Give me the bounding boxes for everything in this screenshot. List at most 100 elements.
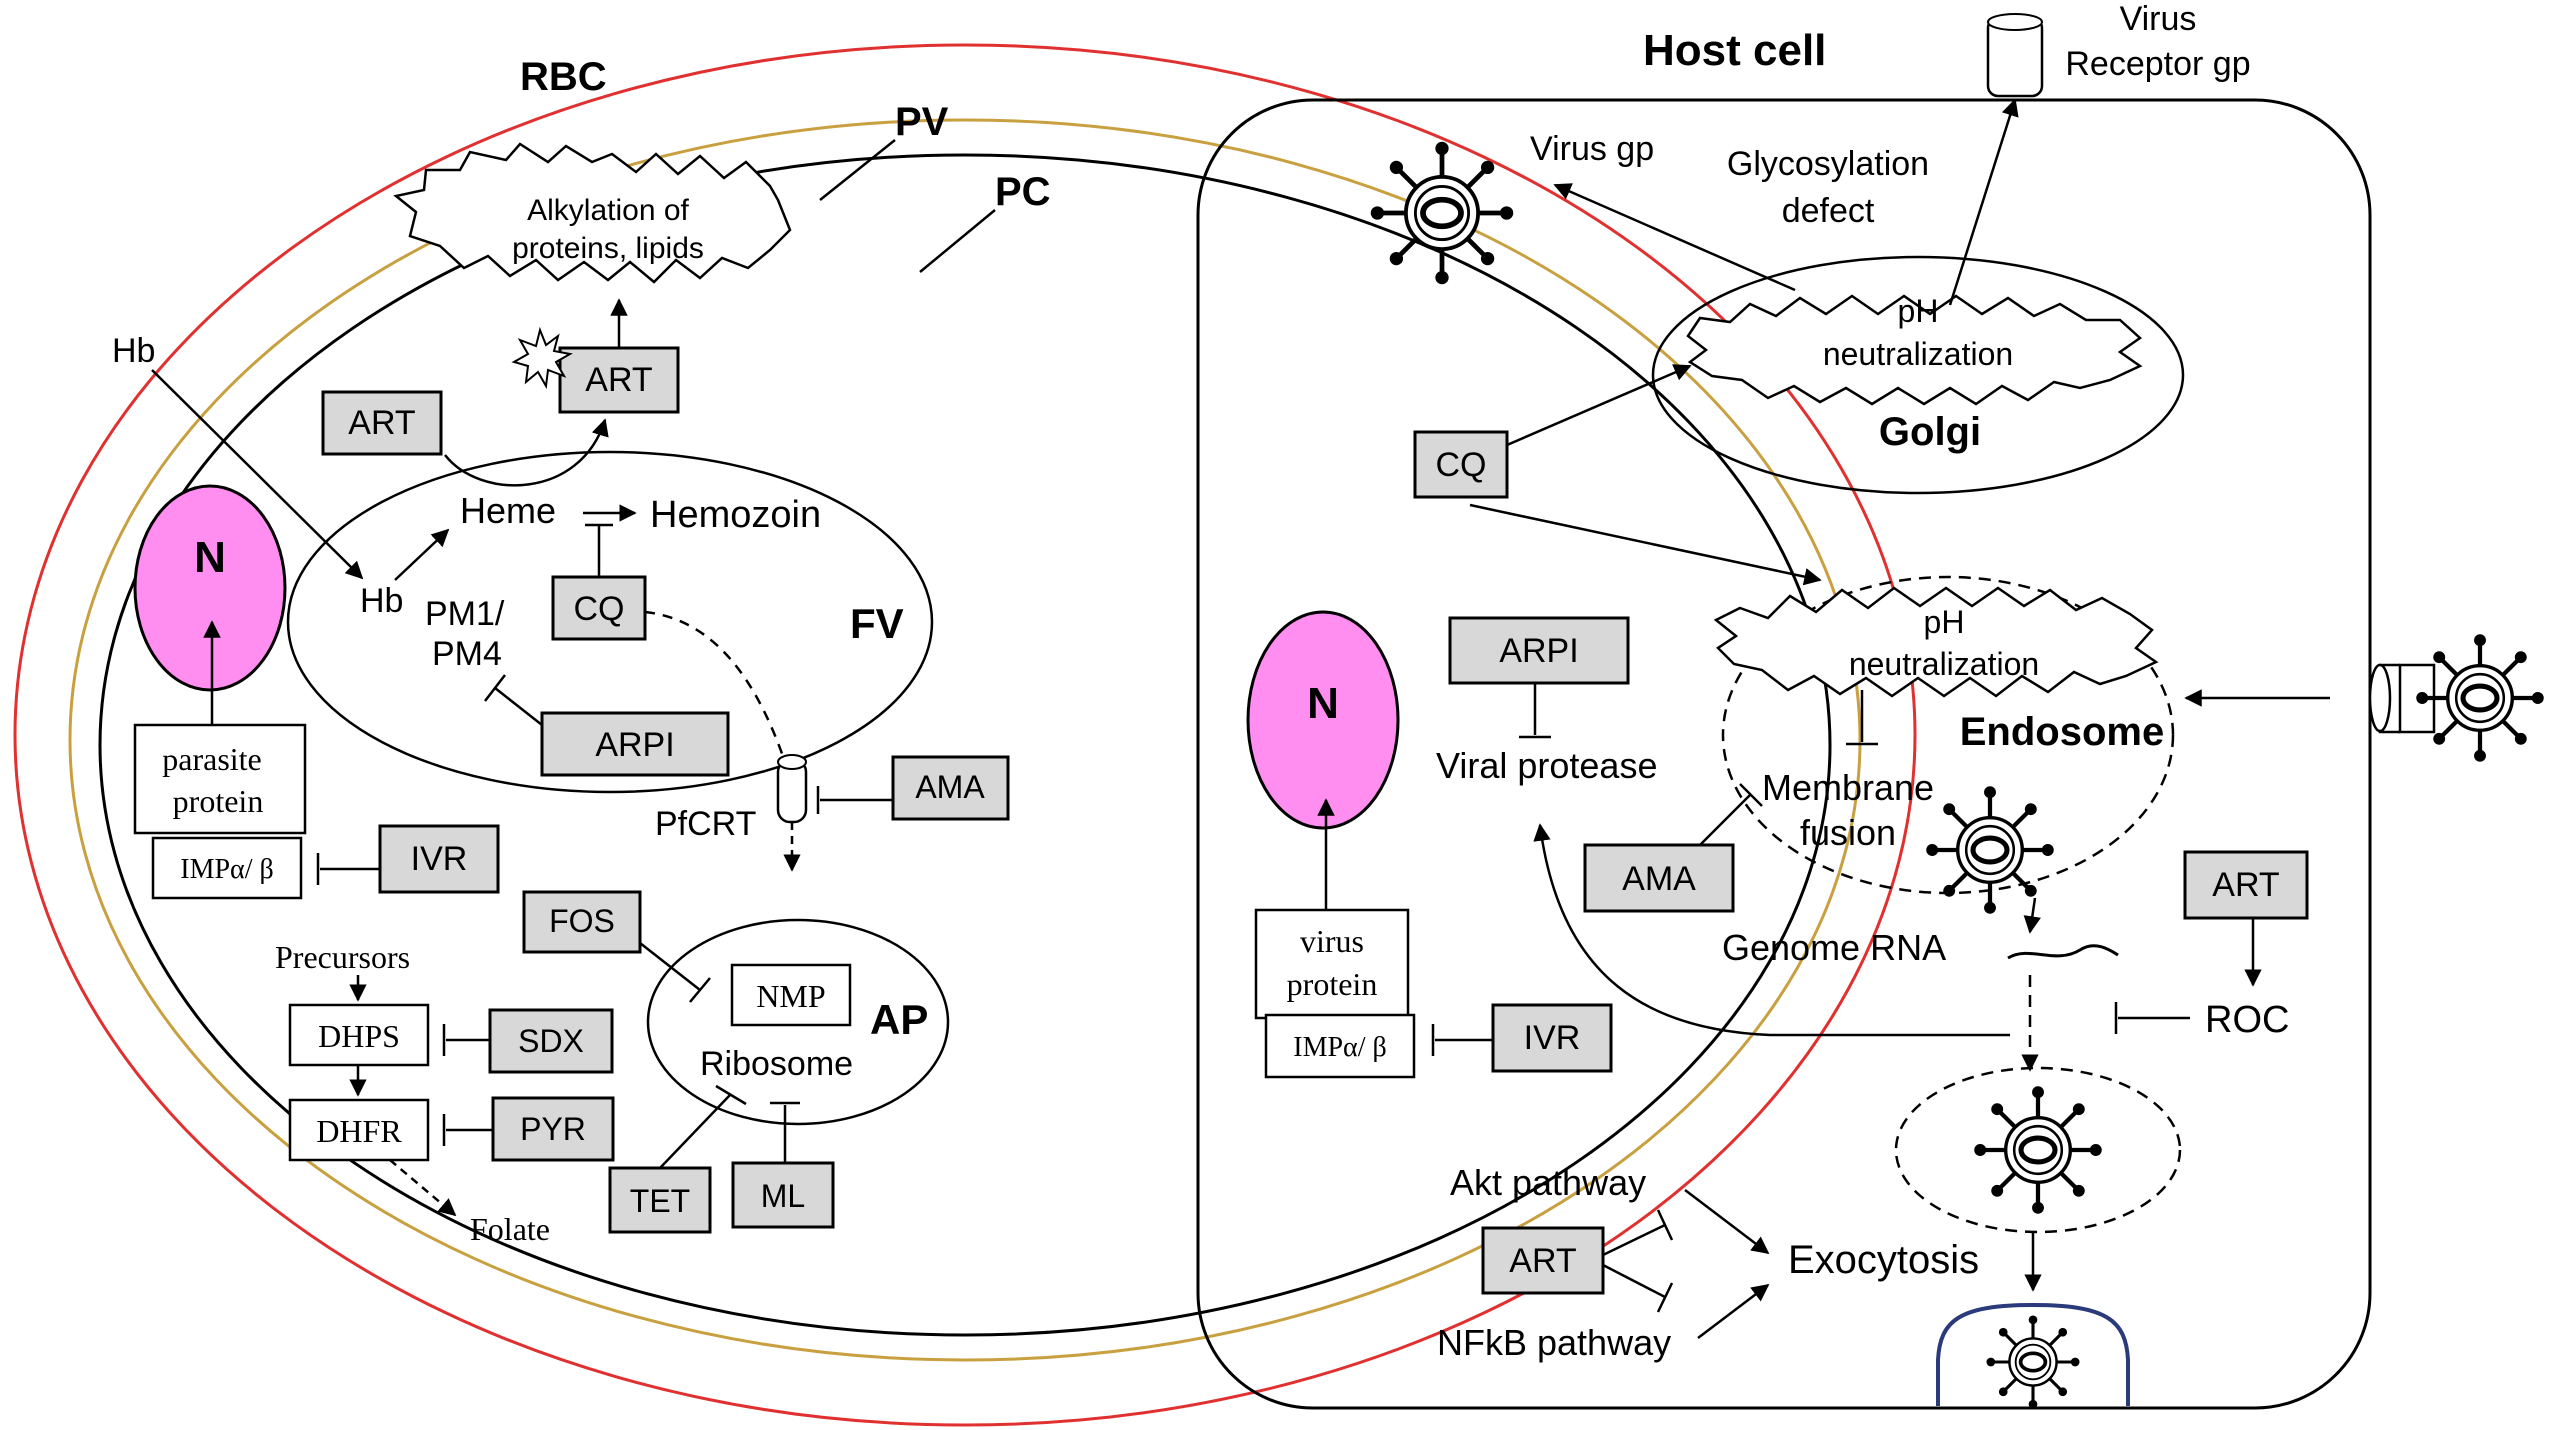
heme-label: Heme [460,490,556,531]
food-vacuole [286,450,934,794]
roc-label: ROC [2205,999,2289,1041]
parasite-nucleus [133,484,287,692]
virus-receptor-line1: Virus [2120,0,2197,38]
art-box-exo [1481,1226,1605,1295]
ama-box [891,755,1010,821]
ivr-label-host: IVR [1524,1019,1581,1057]
fos-box [522,890,642,954]
art-label: ART [348,404,415,442]
art-label-exo: ART [1509,1242,1576,1280]
pyr-box [491,1096,615,1162]
cq-box [551,575,647,641]
host-nucleus [1246,610,1400,830]
golgi [1651,255,2185,495]
virus-gp-label: Virus gp [1530,130,1654,168]
arpi-label: ARPI [595,726,674,764]
arpi-label-host: ARPI [1499,632,1578,670]
hemozoin-label: Hemozoin [650,494,821,536]
parasite-protein-line2: protein [173,783,264,819]
ribosome-label: Ribosome [700,1045,853,1083]
golgi-label: Golgi [1879,410,1981,454]
ama-label-host: AMA [1622,860,1696,898]
ivr-box-host [1491,1003,1613,1073]
akt-pathway-label: Akt pathway [1450,1162,1646,1203]
art-label-roc: ART [2212,866,2279,904]
genome-rna-label: Genome RNA [1722,927,1946,968]
imp-box-host [1264,1013,1416,1079]
dhps-label: DHPS [318,1018,400,1054]
viral-protease-label: Viral protease [1436,745,1657,786]
folate-label: Folate [470,1211,550,1247]
activation-star-icon [511,326,573,390]
virion-gp-icon [1371,142,1514,285]
ivr-box-left [378,824,500,894]
ml-label: ML [761,1178,805,1214]
fv-label: FV [850,600,904,647]
pv-membrane [68,118,1862,1362]
cq-box-host [1413,430,1509,499]
nfkb-pathway-label: NFkB pathway [1437,1322,1671,1363]
art-box-roc [2183,850,2309,920]
pc-membrane [98,153,1832,1337]
exocytic-vesicle [1894,1066,2182,1234]
arpi-box [540,711,730,777]
ap-label: AP [870,996,928,1043]
ama-label: AMA [915,769,985,805]
sdx-label: SDX [518,1023,584,1059]
art-activated-label: ART [585,361,652,399]
imp-label-left: IMPα/ β [180,854,274,885]
host-nucleus-label: N [1307,679,1339,728]
virus-protein-line2: protein [1287,966,1378,1002]
pm-line1: PM1/ [425,595,505,633]
precursors-label: Precursors [275,939,410,975]
imp-label-host: IMPα/ β [1293,1032,1387,1063]
parasite-nucleus-label: N [194,533,226,582]
virus-receptor-line2: Receptor gp [2065,45,2250,83]
parasite-panel: RBC PV PC Alkylation of proteins, lipids… [13,43,1917,1427]
ivr-label-left: IVR [411,840,468,878]
pfcrt-label: PfCRT [655,805,756,843]
art-activated-box [558,346,680,414]
tet-label: TET [630,1183,690,1219]
rna-strand [2007,944,2119,960]
entering-virion-icon [2416,634,2544,762]
endosome-ph-line2: neutralization [1849,646,2039,682]
membrane-line2: fusion [1800,812,1896,853]
alkylation-burst [393,142,792,284]
rbc-membrane [13,43,1917,1427]
parasite-protein-line1: parasite [162,741,262,777]
arpi-box-host [1448,616,1630,685]
host-cell-title: Host cell [1643,26,1826,75]
imp-box-left [151,836,303,900]
virus-panel: Host cell Virus Receptor gp Virus gp Gly… [1196,0,2544,1411]
rbc-label: RBC [520,55,607,99]
pv-label: PV [895,100,949,144]
pyr-label: PYR [520,1111,586,1147]
tet-box [608,1166,712,1234]
endosome-ph-burst [1713,586,2159,698]
hb-outer-label: Hb [112,332,155,370]
host-cell-boundary [1196,98,2372,1410]
art-box [321,390,443,456]
dhfr-box [288,1098,430,1162]
alkylation-line2: proteins, lipids [512,232,704,265]
pc-label: PC [995,170,1051,214]
apicoplast [646,918,950,1126]
hb-inner-label: Hb [360,582,403,620]
endosome-label: Endosome [1960,710,2164,754]
endosome-virion-icon [1926,786,2054,914]
membrane-line1: Membrane [1762,767,1934,808]
cq-label-host: CQ [1436,446,1487,484]
nmp-label: NMP [756,978,825,1014]
golgi-ph-line2: neutralization [1823,336,2013,372]
glyco-line1: Glycosylation [1727,145,1929,183]
fos-label: FOS [549,903,615,939]
golgi-ph-line1: pH [1898,293,1939,329]
virus-protein-box [1254,908,1410,1020]
dhfr-label: DHFR [316,1113,402,1149]
cq-label: CQ [574,590,625,628]
vesicle-virion-icon [1974,1086,2102,1214]
virus-protein-line1: virus [1300,923,1364,959]
exocytosis-label: Exocytosis [1788,1238,1979,1282]
